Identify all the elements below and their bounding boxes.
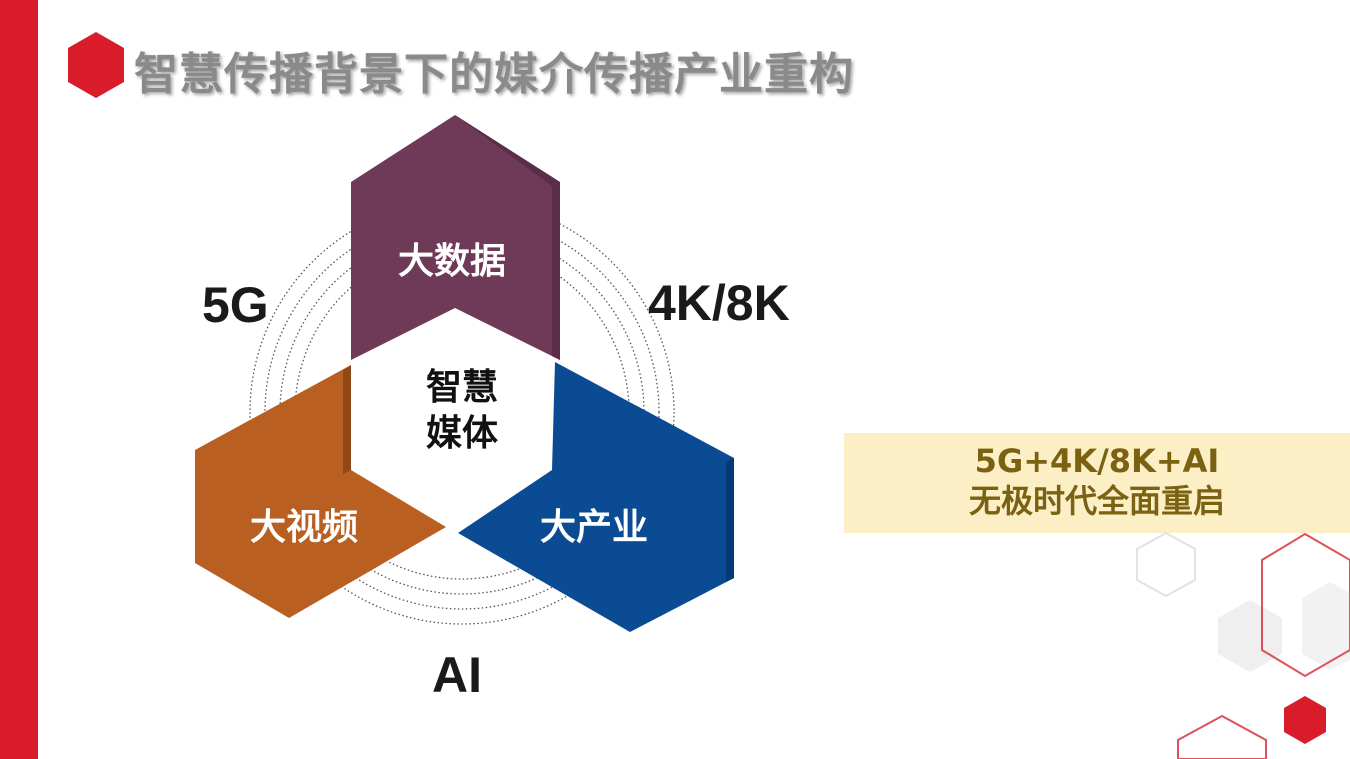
tech-label-ai: AI: [432, 647, 482, 703]
title-hexagon-icon: [68, 32, 124, 98]
callout-line1: 5G+4K/8K+AI: [974, 442, 1220, 480]
center-label-line2: 媒体: [425, 413, 498, 454]
petal-big-industry-shape: [458, 362, 734, 632]
left-accent-bar: [0, 0, 38, 759]
callout-line2: 无极时代全面重启: [968, 482, 1225, 520]
center-label: 智慧 媒体: [406, 365, 518, 457]
petal-label-big-industry: 大产业: [540, 507, 649, 548]
petal-big-data-shape: [351, 115, 560, 360]
callout-box: 5G+4K/8K+AI 无极时代全面重启: [844, 433, 1350, 533]
petal-big-video-edge: [343, 365, 351, 474]
tech-label-5g: 5G: [202, 277, 269, 333]
petal-big-video-shape: [195, 365, 446, 618]
center-label-line1: 智慧: [425, 367, 498, 408]
petal-label-big-video: 大视频: [250, 507, 359, 548]
tech-label-4k-8k: 4K/8K: [648, 275, 790, 331]
petal-label-big-data: 大数据: [398, 241, 507, 282]
slide-title: 智慧传播背景下的媒介传播产业重构: [134, 49, 854, 100]
petal-big-industry-edge: [726, 458, 734, 582]
